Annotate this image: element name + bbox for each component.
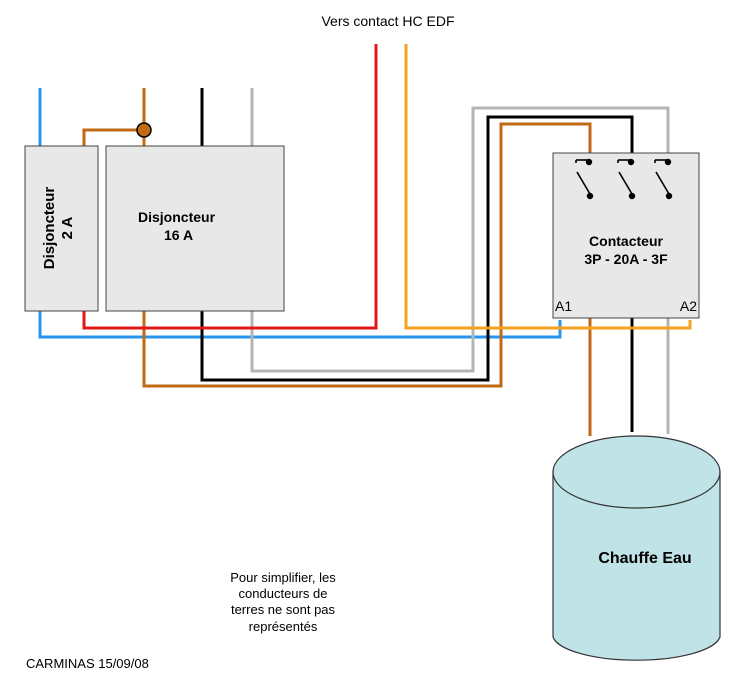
note-line-4: représentés (249, 619, 318, 634)
top-label: Vers contact HC EDF (321, 13, 454, 29)
breaker-main-box (105, 145, 285, 312)
wire-blue-return (38, 311, 562, 339)
wires (38, 44, 692, 436)
switch-3 (654, 158, 673, 200)
contactor: Contacteur 3P - 20A - 3F A1 A2 (552, 152, 700, 319)
contactor-terminal-a1: A1 (555, 298, 572, 314)
wire-red (82, 44, 378, 330)
breaker-small-label-line2: 2 A (59, 216, 76, 239)
wire-black-out (200, 115, 634, 382)
note-line-1: Pour simplifier, les (230, 570, 336, 585)
breaker-main: Disjoncteur 16 A (105, 145, 285, 312)
note: Pour simplifier, les conducteurs de terr… (230, 570, 336, 634)
water-heater-tank: Chauffe Eau (552, 435, 721, 661)
switch-symbols (575, 158, 673, 200)
breaker-small: Disjoncteur 2 A (24, 145, 99, 312)
breaker-main-label-line1: Disjoncteur (138, 209, 216, 225)
wire-brown-tap (82, 128, 144, 146)
contactor-box (552, 152, 700, 319)
credit-text: CARMINAS 15/09/08 (26, 656, 149, 671)
junction-dot (136, 122, 152, 138)
contactor-label-line2: 3P - 20A - 3F (584, 251, 668, 267)
contactor-terminal-a2: A2 (680, 298, 697, 314)
switch-1 (575, 158, 594, 200)
wire-orange (404, 44, 692, 330)
contactor-label-line1: Contacteur (589, 233, 663, 249)
note-line-3: terres ne sont pas (231, 602, 336, 617)
switch-2 (617, 158, 636, 200)
tank-body (552, 471, 721, 661)
note-line-2: conducteurs de (239, 586, 328, 601)
tank-top (552, 435, 721, 509)
breaker-main-label-line2: 16 A (164, 227, 193, 243)
wire-brown-out (142, 122, 592, 388)
wire-grey-out (250, 106, 670, 373)
tank-label: Chauffe Eau (598, 550, 691, 567)
breaker-small-box (24, 145, 99, 312)
breaker-small-label-line1: Disjoncteur (41, 187, 58, 270)
